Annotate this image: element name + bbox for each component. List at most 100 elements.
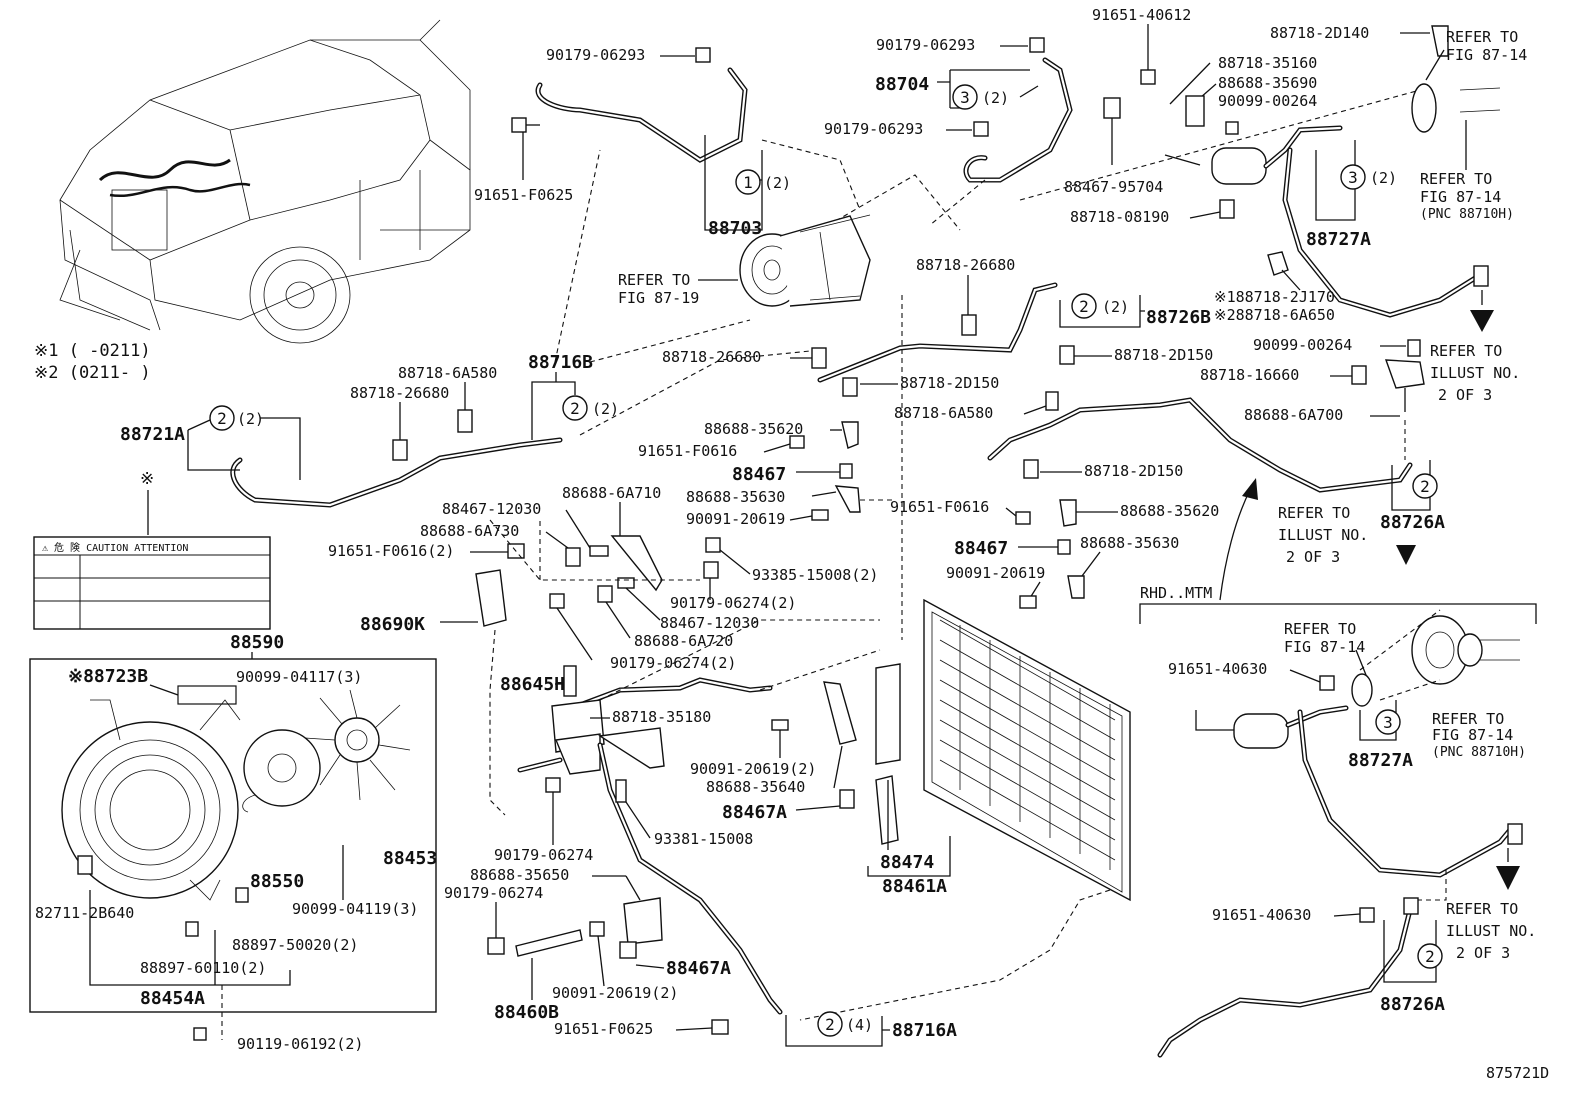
part-90099-00264-b: 90099-00264: [1253, 336, 1352, 354]
part-88467A-b: 88467A: [666, 958, 731, 979]
ref-fig87-19-b: FIG 87-19: [618, 289, 699, 307]
part-88467-a: 88467: [732, 464, 786, 485]
part-90179-06293-b: 90179-06293: [876, 36, 975, 54]
receiver-tank: [1211, 147, 1267, 185]
circle-1: 1: [743, 173, 753, 192]
part-88726A-rhd: 88726A: [1380, 994, 1445, 1015]
condenser: [923, 598, 1131, 902]
part-88718-2J170: ※188718-2J170: [1214, 288, 1335, 306]
part-90091-20619-2b: 90091-20619(2): [552, 984, 678, 1002]
part-88688-6A730: 88688-6A730: [420, 522, 519, 540]
part-91651-F0625-b: 91651-F0625: [554, 1020, 653, 1038]
part-88690K: 88690K: [360, 614, 425, 635]
qty-circle-1: (2): [764, 174, 791, 192]
part-91651-40630-a: 91651-40630: [1168, 660, 1267, 678]
ref-fig87-14-pnc-c: (PNC 88710H): [1420, 207, 1514, 222]
note-1: ※1 ( -0211): [34, 341, 151, 361]
circle-2-88716A: 2: [825, 1015, 835, 1034]
caution-star: ※: [140, 469, 154, 489]
ref-rhd-fig87-14-pnc-c: (PNC 88710H): [1432, 745, 1526, 760]
ref-fig87-14-pnc-a: REFER TO: [1420, 170, 1492, 188]
fan-assembly-box: [29, 658, 437, 1013]
part-88897-60110: 88897-60110(2): [140, 959, 266, 977]
part-90099-04119: 90099-04119(3): [292, 900, 418, 918]
fan-shroud: [61, 699, 241, 901]
part-88716B: 88716B: [528, 352, 593, 373]
part-88718-6A580-b: 88718-6A580: [894, 404, 993, 422]
part-90099-04117: 90099-04117(3): [236, 668, 362, 686]
part-88726B: 88726B: [1146, 307, 1211, 328]
part-88688-35630-a: 88688-35630: [686, 488, 785, 506]
compressor: [739, 214, 871, 307]
part-88590: 88590: [230, 632, 284, 653]
note-2: ※2 (0211- ): [34, 363, 151, 383]
part-88645H: 88645H: [500, 674, 565, 695]
ref-rhd-fig87-14-a: REFER TO: [1284, 620, 1356, 638]
part-88467-95704: 88467-95704: [1064, 178, 1163, 196]
ref-rhd-fig87-14-pnc-b: FIG 87-14: [1432, 726, 1513, 744]
part-88688-6A720: 88688-6A720: [634, 632, 733, 650]
rhd-receiver: [1233, 713, 1289, 749]
part-88474: 88474: [880, 852, 934, 873]
qty-circle-2-left: (2): [237, 410, 264, 428]
part-90179-06293-a: 90179-06293: [546, 46, 645, 64]
part-88718-2D150-a: 88718-2D150: [900, 374, 999, 392]
qty-circle-2-88716A: (4): [846, 1016, 873, 1034]
part-88688-35690: 88688-35690: [1218, 74, 1317, 92]
part-88718-6A650: ※288718-6A650: [1214, 306, 1335, 324]
part-88897-50020: 88897-50020(2): [232, 936, 358, 954]
qty-circle-3-88727A: (2): [1370, 169, 1397, 187]
ref-fig87-14-top-b: FIG 87-14: [1446, 46, 1527, 64]
part-88723B: ※88723B: [68, 666, 148, 687]
part-88688-6A710: 88688-6A710: [562, 484, 661, 502]
part-88454A: 88454A: [140, 988, 205, 1009]
ref-rhd-illust-b: ILLUST NO.: [1446, 922, 1536, 940]
part-88718-35160: 88718-35160: [1218, 54, 1317, 72]
part-88688-35640: 88688-35640: [706, 778, 805, 796]
part-90179-06274-b: 90179-06274: [444, 884, 543, 902]
caution-label: ⚠ 危 険 CAUTION ATTENTION: [33, 536, 271, 630]
circle-2-rhd: 2: [1425, 947, 1435, 966]
part-88467-b: 88467: [954, 538, 1008, 559]
part-88718-2D140: 88718-2D140: [1270, 24, 1369, 42]
section-label-rhd-mtm: RHD..MTM: [1140, 584, 1212, 602]
part-88716A: 88716A: [892, 1020, 957, 1041]
part-88718-08190: 88718-08190: [1070, 208, 1169, 226]
ref-illust-right-b: ILLUST NO.: [1430, 364, 1520, 382]
ref-illust-mid-a: REFER TO: [1278, 504, 1350, 522]
part-90099-00264-a: 90099-00264: [1218, 92, 1317, 110]
part-90091-20619-2: 90091-20619(2): [690, 760, 816, 778]
circle-2-88716B: 2: [570, 399, 580, 418]
part-88721A: 88721A: [120, 424, 185, 445]
part-88718-26680-c: 88718-26680: [350, 384, 449, 402]
part-91651-40612: 91651-40612: [1092, 6, 1191, 24]
ref-illust-right-a: REFER TO: [1430, 342, 1502, 360]
part-88467-12030-a: 88467-12030: [442, 500, 541, 518]
part-91651-40630-b: 91651-40630: [1212, 906, 1311, 924]
qty-circle-3-88704: (2): [982, 89, 1009, 107]
part-88688-6A700: 88688-6A700: [1244, 406, 1343, 424]
circle-2-88726A-mid: 2: [1420, 477, 1430, 496]
part-90179-06293-c: 90179-06293: [824, 120, 923, 138]
part-88718-16660: 88718-16660: [1200, 366, 1299, 384]
ref-fig87-14-top-a: REFER TO: [1446, 28, 1518, 46]
part-88461A: 88461A: [882, 876, 947, 897]
relay-88690K: [475, 569, 507, 627]
part-88704: 88704: [875, 74, 929, 95]
part-91651-F0616-b: 91651-F0616: [890, 498, 989, 516]
part-90091-20619-b: 90091-20619: [946, 564, 1045, 582]
part-82711-2B640: 82711-2B640: [35, 904, 134, 922]
fan-blade: [304, 689, 411, 801]
diagram-id: 875721D: [1486, 1064, 1549, 1082]
qty-circle-2-88716B: (2): [592, 400, 619, 418]
ref-illust-right-c: 2 OF 3: [1438, 386, 1492, 404]
part-88467-12030-b: 88467-12030: [660, 614, 759, 632]
part-93381-15008: 93381-15008: [654, 830, 753, 848]
part-90119-06192: 90119-06192(2): [237, 1035, 363, 1053]
circle-3-88727A: 3: [1348, 168, 1358, 187]
ref-illust-mid-c: 2 OF 3: [1286, 548, 1340, 566]
ref-illust-mid-b: ILLUST NO.: [1278, 526, 1368, 544]
fan-motor: [242, 729, 321, 813]
part-88718-35180: 88718-35180: [612, 708, 711, 726]
